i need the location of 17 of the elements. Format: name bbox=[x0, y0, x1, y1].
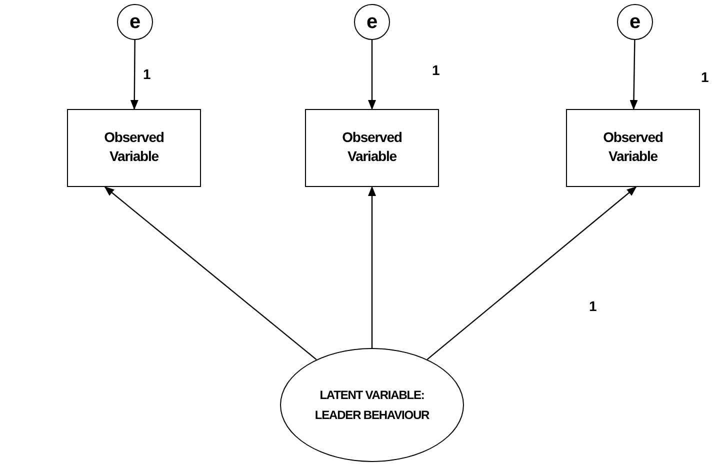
arrow bbox=[130, 40, 138, 110]
arrow bbox=[368, 186, 376, 348]
observed-variable-box: Observed Variable bbox=[67, 109, 201, 187]
observed-variable-box: Observed Variable bbox=[566, 109, 700, 187]
path-weight: 1 bbox=[701, 69, 709, 85]
error-circle: e bbox=[354, 4, 390, 40]
observed-variable-box: Observed Variable bbox=[305, 109, 439, 187]
arrow bbox=[630, 40, 638, 110]
error-circle: e bbox=[117, 4, 153, 40]
arrow bbox=[368, 40, 376, 110]
latent-variable-ellipse: LATENT VARIABLE: LEADER BEHAVIOUR bbox=[280, 348, 464, 462]
arrow bbox=[426, 186, 637, 360]
arrow bbox=[104, 186, 317, 360]
path-weight: 1 bbox=[143, 66, 151, 82]
path-weight: 1 bbox=[432, 62, 440, 78]
error-circle: e bbox=[617, 4, 653, 40]
path-weight: 1 bbox=[589, 298, 597, 314]
